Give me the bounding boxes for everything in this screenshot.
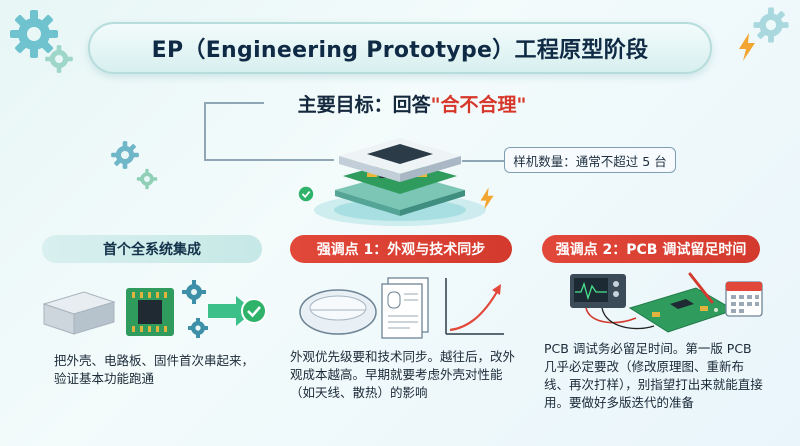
- gear-icon: [753, 7, 789, 43]
- sample-count-callout: 样机数量：通常不超过 5 台: [504, 147, 676, 173]
- sample-count-text: 样机数量：通常不超过 5 台: [513, 153, 667, 169]
- connector-line: [462, 160, 504, 162]
- gear-icon: [45, 45, 73, 73]
- goal-prefix: 主要目标：回答: [297, 93, 431, 116]
- section-body-integration: 把外壳、电路板、固件首次串起来，验证基本功能跑通: [54, 353, 255, 386]
- lightning-icon: [480, 187, 494, 211]
- enclosure-icon: [42, 291, 116, 335]
- mouse-icon: [299, 289, 377, 335]
- pcb-debug-illustration: [570, 272, 763, 333]
- growth-chart-icon: [445, 278, 504, 335]
- main-goal: 主要目标：回答"合不合理": [262, 89, 562, 117]
- check-icon: [241, 298, 267, 324]
- calendar-icon: [725, 281, 763, 317]
- pcb-icon: [126, 288, 174, 336]
- oscilloscope-icon: [570, 274, 626, 308]
- section-header-label: 强调点 2：PCB 调试留足时间: [555, 242, 747, 258]
- lightning-icon: [739, 33, 755, 61]
- connector-line: [204, 159, 334, 161]
- gear-icon: [10, 10, 58, 58]
- connector-line: [204, 102, 264, 104]
- section-header-label: 首个全系统集成: [103, 242, 201, 258]
- section-header-label: 强调点 1：外观与技术同步: [316, 242, 486, 258]
- section-body-pcb: PCB 调试务必留足时间。第一版 PCB 几乎必定要改（修改原理图、重新布线、再…: [544, 341, 763, 410]
- connector-line: [204, 102, 206, 160]
- title-banner: EP（Engineering Prototype）工程原型阶段: [88, 22, 712, 74]
- gear-icon: [136, 168, 158, 190]
- pcb-icon: [628, 287, 736, 333]
- page-title: EP（Engineering Prototype）工程原型阶段: [151, 38, 649, 63]
- section-header-pcb: 强调点 2：PCB 调试留足时间: [542, 235, 760, 263]
- check-icon: [298, 186, 314, 202]
- integration-illustration: [42, 280, 267, 338]
- document-icon: [381, 277, 429, 339]
- gear-icon: [111, 141, 139, 169]
- section-body-appearance: 外观优先级要和技术同步。越往后，改外观成本越高。早期就要考虑外壳对性能（如天线、…: [290, 349, 516, 400]
- section-header-appearance: 强调点 1：外观与技术同步: [290, 235, 512, 263]
- enclosure-icon: [314, 138, 486, 226]
- goal-quote: "合不合理": [430, 93, 527, 116]
- appearance-illustration: [299, 277, 504, 339]
- section-header-integration: 首个全系统集成: [42, 235, 262, 263]
